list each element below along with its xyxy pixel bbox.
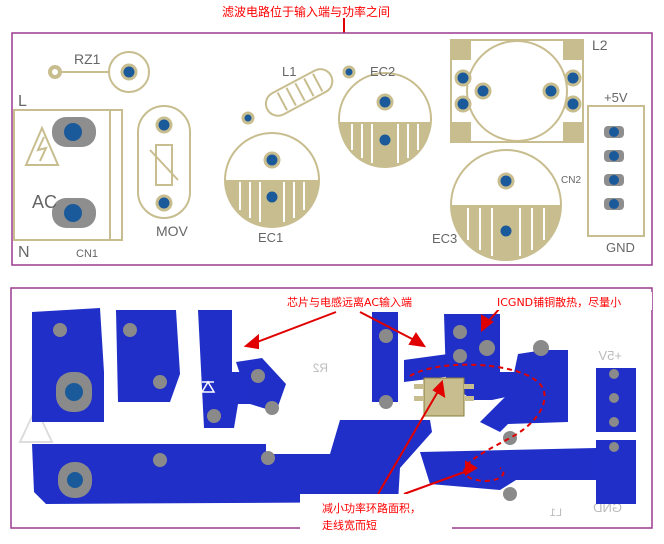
mirrored-hv-warning-icon [18, 405, 54, 443]
annotation-loop-line1: 减小功率环路面积， [322, 501, 421, 515]
mirrored-label-l1: L1 [550, 507, 562, 519]
ec2-capacitor [338, 72, 432, 168]
label-cn1: CN1 [76, 248, 98, 260]
label-n: N [18, 244, 30, 261]
ec1-capacitor [224, 132, 320, 228]
cn2-connector [587, 105, 645, 237]
label-gnd: GND [606, 240, 635, 255]
rz1-resistor [48, 51, 150, 93]
l2-inductor [450, 39, 584, 143]
label-cn2: CN2 [561, 175, 581, 186]
label-rz1: RZ1 [74, 51, 101, 67]
top-annotation-text: 滤波电路位于输入端与功率之间 [222, 5, 391, 19]
bridge-diodes [179, 320, 216, 393]
pads [53, 323, 619, 501]
l1-inductor [264, 68, 334, 117]
label-mov: MOV [156, 223, 189, 239]
label-l1: L1 [282, 64, 296, 79]
label-l2: L2 [592, 37, 608, 53]
annotation-icgnd: ICGND铺铜散热，尽量小 [497, 295, 621, 309]
mirrored-label-r2: R2 [312, 361, 328, 375]
label-ec2: EC2 [370, 64, 395, 79]
label-ac: AC [32, 192, 57, 212]
label-plus5v: +5V [604, 90, 628, 105]
annotation-arrows [243, 307, 501, 495]
label-l: L [18, 93, 27, 110]
ec3-capacitor [450, 149, 562, 261]
label-ec1: EC1 [258, 230, 283, 245]
hv-warning-icon [24, 125, 60, 166]
bottom-pcb-view: R2 +5V GND U1 L1 [0, 272, 664, 544]
annotation-loop-line2: 走线宽而短 [322, 518, 377, 532]
power-loop-dashed [409, 363, 546, 482]
mirrored-label-plus5v: +5V [598, 348, 622, 363]
cn1-connector [13, 109, 123, 241]
annotation-chip-far: 芯片与电感远离AC输入端 [287, 295, 412, 309]
top-pcb-view: RZ1 L AC N CN1 MOV L1 EC2 EC1 EC3 L2 +5V… [11, 18, 653, 266]
label-ec3: EC3 [432, 231, 457, 246]
mov-varistor [137, 105, 191, 219]
